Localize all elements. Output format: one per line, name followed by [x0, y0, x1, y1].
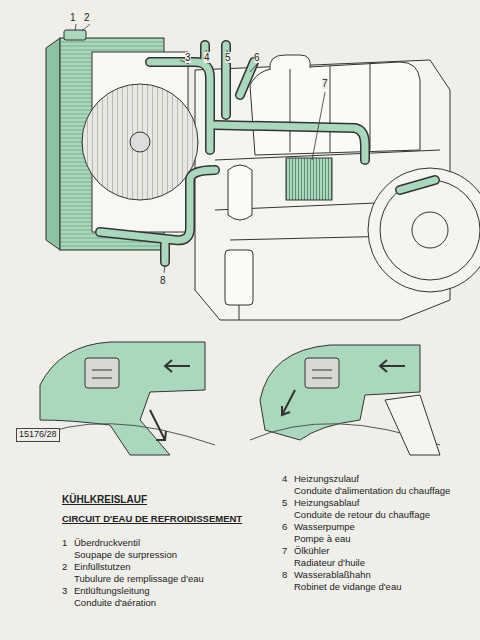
key-text: Tubulure de remplissage d'eau	[74, 574, 204, 584]
key-text: Radiateur d'huile	[294, 558, 365, 568]
engine	[195, 55, 480, 320]
key-text: Heizungszulauf	[294, 474, 359, 484]
key-number: 5	[282, 498, 287, 508]
key-number: 8	[282, 570, 287, 580]
callout-number: 4	[204, 52, 210, 63]
key-number: 7	[282, 546, 287, 556]
callout-number: 6	[254, 52, 260, 63]
key-text: Überdruckventil	[74, 538, 140, 548]
leader-lines	[75, 24, 325, 273]
callout-number: 3	[185, 52, 191, 63]
callout-number: 8	[160, 275, 166, 286]
key-text: Einfüllstutzen	[74, 562, 131, 572]
key-number: 4	[282, 474, 287, 484]
key-text: Wasserpumpe	[294, 522, 355, 532]
key-text: Robinet de vidange d'eau	[294, 582, 401, 592]
key-text: Conduite d'aération	[74, 598, 156, 608]
key-text: Wasserablaßhahn	[294, 570, 371, 580]
drawing-number: 15176/28	[16, 428, 60, 442]
key-text: Entlüftungsleitung	[74, 586, 150, 596]
key-text: Conduite d'alimentation du chauffage	[294, 486, 450, 496]
key-text: Ölkühler	[294, 546, 329, 556]
oil-cooler	[286, 158, 332, 200]
key-text: Pompe à eau	[294, 534, 351, 544]
key-text: Soupape de surpression	[74, 550, 177, 560]
thermostat-open	[250, 345, 440, 455]
callout-number: 2	[84, 12, 90, 23]
key-number: 2	[62, 562, 67, 572]
heading: CIRCUIT D'EAU DE REFROIDISSEMENT	[62, 514, 242, 524]
key-number: 3	[62, 586, 67, 596]
hoses	[100, 45, 435, 262]
callout-number: 1	[70, 12, 76, 23]
key-number: 1	[62, 538, 67, 548]
key-text: Heizungsablauf	[294, 498, 360, 508]
callout-number: 7	[322, 78, 328, 89]
callout-number: 5	[225, 52, 231, 63]
title: KÜHLKREISLAUF	[62, 494, 147, 505]
key-number: 6	[282, 522, 287, 532]
key-text: Conduite de retour du chauffage	[294, 510, 430, 520]
